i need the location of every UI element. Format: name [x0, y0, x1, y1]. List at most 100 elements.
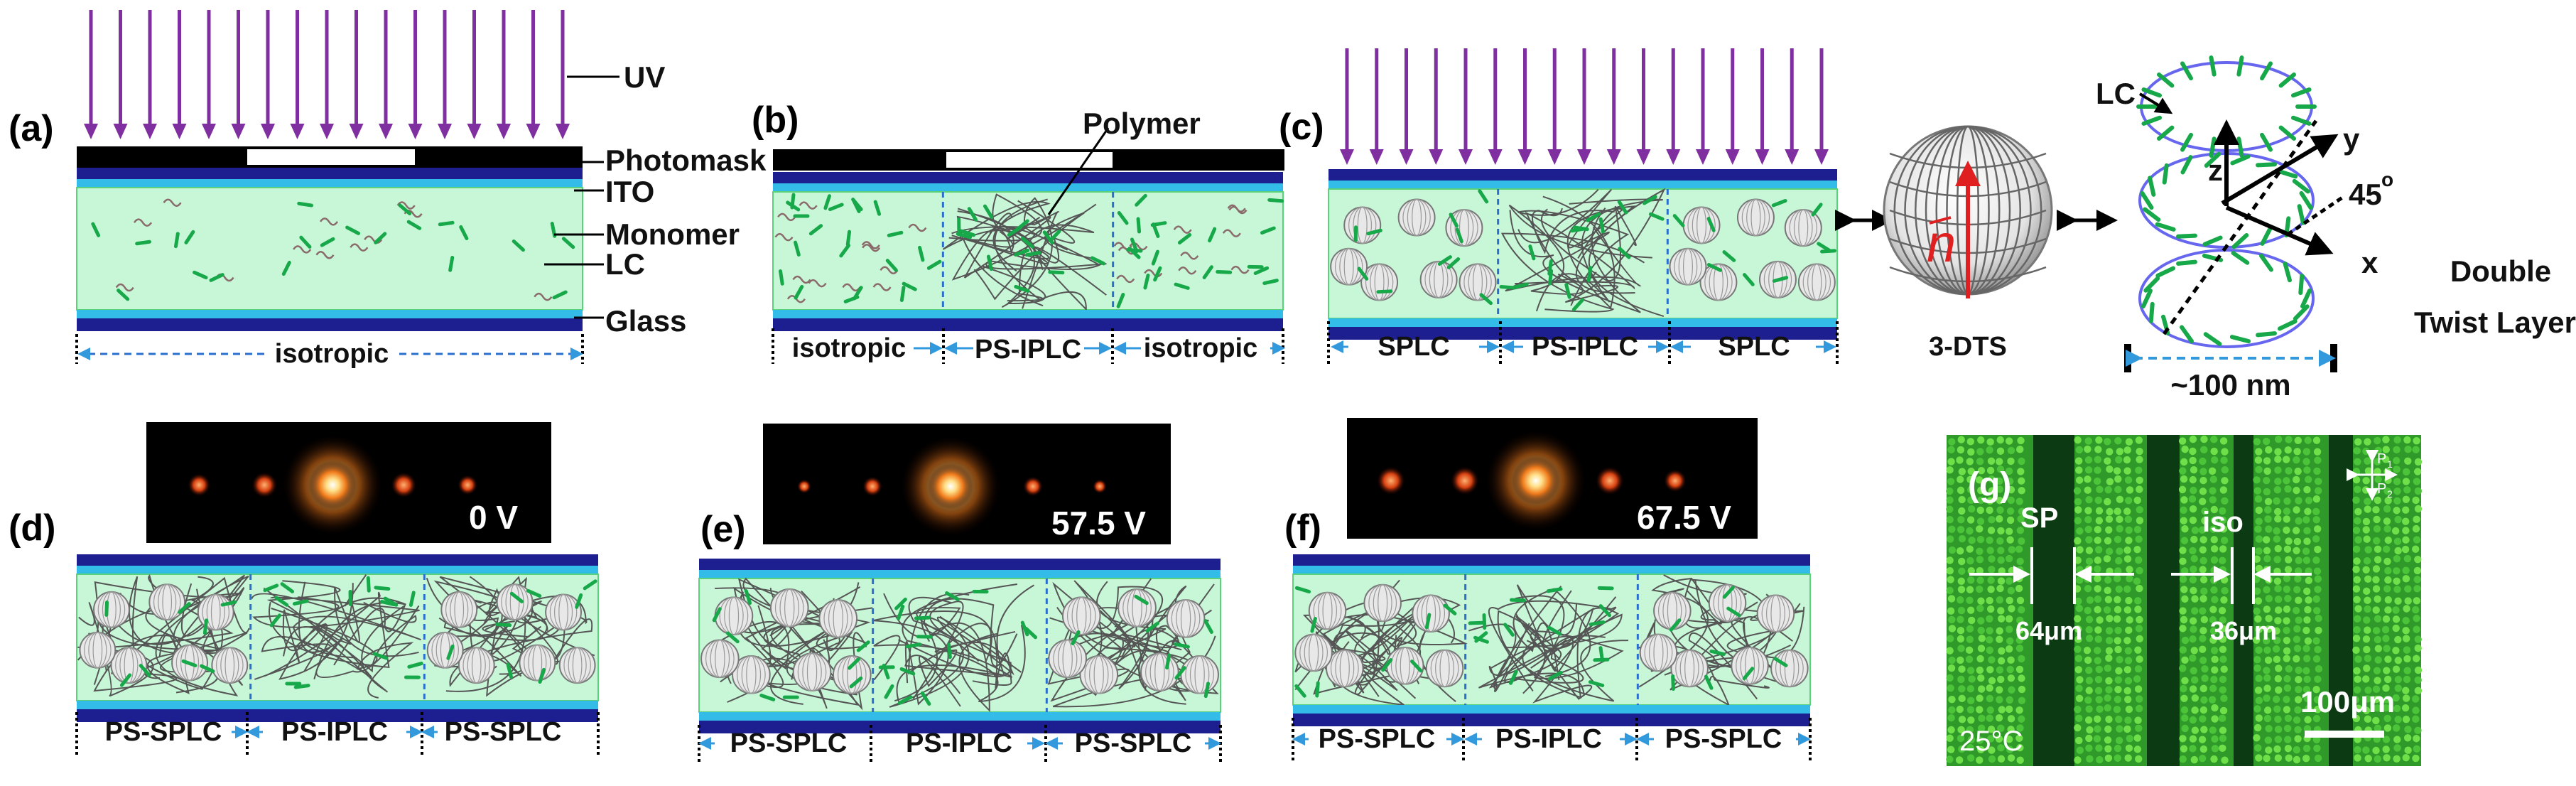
sp-domain [2314, 545, 2322, 554]
sp-domain [2302, 547, 2310, 555]
lc-rod [1598, 604, 1612, 618]
sp-domain [1947, 726, 1955, 734]
uv-arrowhead [467, 124, 482, 139]
dts-sphere-small [426, 631, 464, 669]
sp-domain [2086, 726, 2094, 734]
sp-domain [2263, 694, 2271, 702]
sp-domain [2017, 515, 2025, 523]
sp-domain [1958, 468, 1966, 475]
sp-domain [2094, 647, 2101, 655]
sp-domain [2094, 477, 2101, 485]
sp-domain [2115, 667, 2123, 675]
lc-rod [1381, 658, 1393, 672]
sp-domain [2283, 526, 2290, 534]
dts-sphere-small [1682, 206, 1721, 244]
sp-domain [2263, 754, 2271, 763]
sp-domain [2364, 596, 2371, 604]
sp-domain [2179, 557, 2187, 566]
lc-rod [1366, 228, 1382, 236]
sp-domain [2181, 724, 2189, 733]
polymer-strand [1638, 577, 1722, 688]
sp-domain [2015, 706, 2023, 714]
sp-domain [2007, 674, 2015, 682]
region-pssplc-e-left: PS-SPLC [730, 728, 848, 758]
sp-domain [1946, 586, 1954, 595]
polymer-strand [124, 587, 248, 677]
sp-domain [1976, 547, 1984, 555]
dts-meridian [97, 591, 126, 628]
polymer-strand [1517, 188, 1624, 259]
sp-domain [2283, 706, 2291, 714]
sp-domain [1976, 517, 1985, 525]
sp-domain [2264, 506, 2272, 514]
panel-c-label: (c) [1279, 107, 1324, 148]
double-title: Double [2450, 254, 2551, 288]
sp-domain [2005, 527, 2013, 535]
sp-domain [2404, 457, 2412, 465]
sp-domain [2018, 674, 2025, 682]
sp-domain [1987, 576, 1995, 584]
sp-domain [2353, 625, 2361, 634]
helix-lc-rod [2141, 289, 2153, 308]
lc-rod [897, 695, 913, 705]
sp-domain [2074, 506, 2082, 514]
sp-domain [2302, 448, 2311, 456]
sp-domain [2123, 467, 2131, 475]
polymer-strand [942, 623, 1012, 689]
sp-domain [2263, 536, 2271, 544]
sp-domain [2209, 627, 2218, 635]
sp-domain [2384, 576, 2392, 584]
dts-meridian [1775, 650, 1804, 687]
sp-domain [1966, 516, 1975, 524]
sp-domain [2354, 458, 2361, 465]
sp-domain [2076, 566, 2084, 574]
sp-domain [2189, 456, 2197, 465]
sp-domain [2210, 556, 2219, 564]
sp-domain [2094, 446, 2102, 453]
lc-rod [897, 604, 905, 620]
lc-rod [1443, 603, 1457, 615]
panel-g-micrograph: (g) SP iso 64μm 36μm 100μm 25°C P 1 P 2 [1946, 435, 2423, 766]
sp-domain [2404, 597, 2412, 605]
lc-rod [91, 222, 101, 237]
lc-rod [1503, 623, 1515, 637]
sp-domain [2253, 476, 2261, 484]
lc-cell-c [1328, 169, 1838, 340]
panel-f: 67.5 V (f) PS-SPLC PS-IPLC PS-SPLC [1284, 418, 1812, 760]
helix-lc-rod [2231, 251, 2250, 265]
lc-rod [1048, 270, 1065, 275]
sp-domain [2086, 755, 2094, 763]
sp-domain [2016, 743, 2024, 752]
sp-domain [2372, 576, 2380, 583]
lc-rod [1177, 232, 1192, 244]
sp-domain [2074, 645, 2082, 653]
sp-domain [2382, 545, 2391, 553]
sp-domain [1946, 755, 1954, 763]
ito-bottom [773, 318, 1283, 331]
sp-domain [1957, 606, 1966, 615]
sp-domain [2264, 656, 2273, 664]
sp-domain [2363, 645, 2371, 654]
lc-rod [526, 588, 542, 598]
sp-domain [2295, 676, 2302, 684]
lc-rod [1153, 266, 1162, 282]
sp-domain [2179, 625, 2187, 632]
sp-domain [2253, 438, 2261, 446]
dts-sphere-small [1117, 588, 1157, 628]
uv-arrowhead [1429, 149, 1444, 165]
sp-domain [2403, 646, 2411, 654]
sp-domain [2373, 667, 2381, 674]
sp-domain [2007, 485, 2015, 494]
sp-domain [2283, 585, 2291, 593]
helix-lc-rod [2157, 72, 2175, 88]
sp-domain [1947, 446, 1955, 454]
uv-arrowhead [1666, 149, 1681, 165]
sp-domain [2085, 496, 2093, 504]
sp-domain [1988, 555, 1996, 563]
sp-domain [2211, 704, 2219, 712]
ito-bottom [699, 721, 1221, 733]
lc-rod [1376, 289, 1393, 294]
sp-domain [1998, 647, 2006, 655]
polymer-strand [1322, 597, 1461, 703]
ito-top [77, 554, 598, 566]
